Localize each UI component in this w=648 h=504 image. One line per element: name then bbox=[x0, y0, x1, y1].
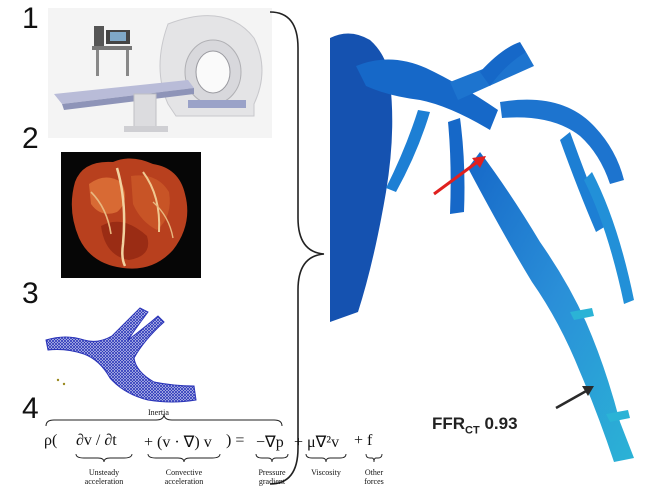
unsteady-term: ∂v / ∂t bbox=[76, 432, 117, 450]
other-forces-label: Other forces bbox=[360, 468, 388, 486]
ffr-value: 0.93 bbox=[484, 414, 517, 433]
underbraces bbox=[30, 452, 410, 464]
viscosity-term: + μ∇²v bbox=[294, 432, 339, 452]
inertia-label: Inertia bbox=[148, 408, 169, 417]
heart-ct-rendering bbox=[61, 152, 201, 278]
convective-term: + (v · ∇) v bbox=[144, 432, 212, 452]
convective-label: Convective acceleration bbox=[154, 468, 214, 486]
unsteady-label: Unsteady acceleration bbox=[76, 468, 132, 486]
pressure-term: −∇p bbox=[256, 432, 284, 452]
step-number-1: 1 bbox=[22, 2, 39, 36]
ffr-subscript: CT bbox=[465, 424, 480, 436]
pressure-label: Pressure gradient bbox=[248, 468, 296, 486]
ffr-prefix: FFR bbox=[432, 414, 465, 433]
navier-stokes-equation: Inertia ρ( ∂v / ∂t + (v · ∇) v ) = −∇p +… bbox=[30, 408, 410, 504]
other-forces-term: + f bbox=[354, 432, 372, 450]
equation-close: ) = bbox=[226, 432, 244, 450]
ffr-ct-label: FFRCT 0.93 bbox=[432, 414, 518, 436]
step-number-3: 3 bbox=[22, 277, 39, 311]
step-number-2: 2 bbox=[22, 122, 39, 156]
vessel-mesh-model bbox=[44, 302, 204, 408]
ct-scanner-image bbox=[48, 8, 272, 138]
coronary-ffr-model bbox=[330, 22, 646, 462]
rho-open: ρ( bbox=[44, 432, 57, 450]
viscosity-label: Viscosity bbox=[306, 468, 346, 477]
